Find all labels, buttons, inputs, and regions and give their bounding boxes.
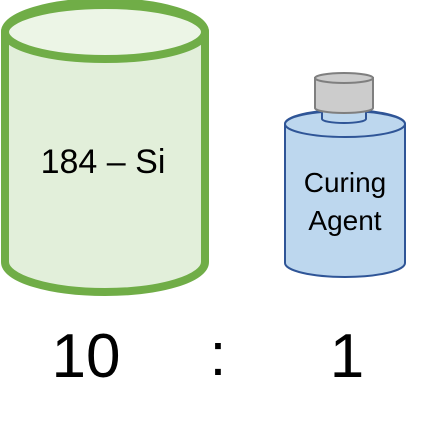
bottle-cap-top bbox=[314, 72, 374, 84]
curing-agent-bottle: Curing Agent bbox=[284, 72, 406, 278]
base-cylinder-label: 184 – Si bbox=[41, 143, 166, 181]
base-cylinder-top bbox=[1, 1, 209, 63]
bottle-cap-body bbox=[314, 77, 374, 114]
curing-agent-label-line2: Agent bbox=[308, 205, 381, 236]
ratio-left-value: 10 bbox=[52, 322, 121, 391]
bottle-cap bbox=[314, 72, 374, 124]
base-cylinder: 184 – Si bbox=[1, 0, 209, 296]
ratio-right-value: 1 bbox=[330, 322, 364, 391]
ratio-row: 10 : 1 bbox=[52, 321, 365, 391]
curing-agent-label-line1: Curing bbox=[304, 167, 386, 198]
ratio-separator: : bbox=[210, 321, 227, 388]
